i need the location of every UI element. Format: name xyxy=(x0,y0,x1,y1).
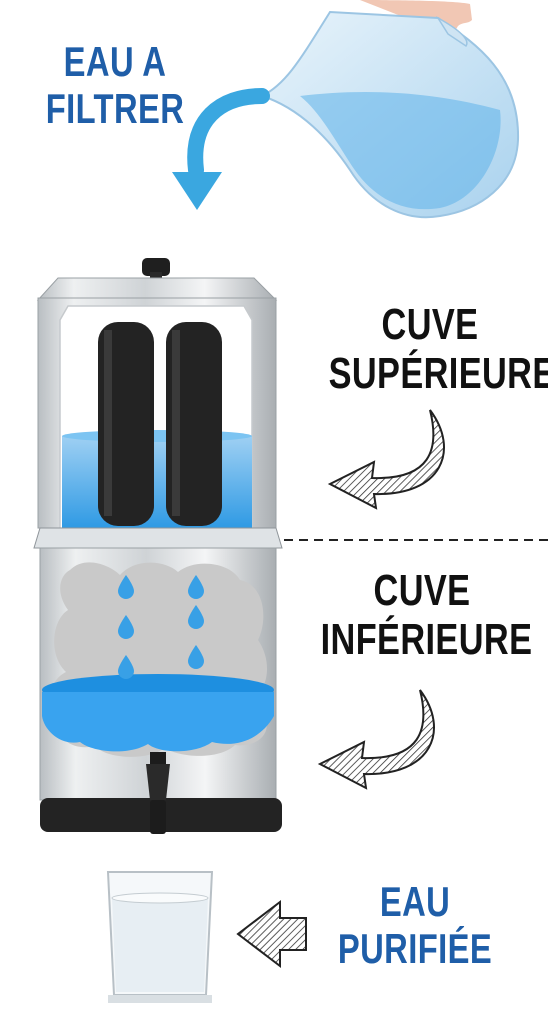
drop-icon xyxy=(118,575,204,679)
lid xyxy=(36,258,278,301)
upper-chamber xyxy=(37,297,277,531)
tap-icon xyxy=(146,752,170,834)
label-input-water: EAU A FILTRER xyxy=(41,38,189,132)
pitcher-icon xyxy=(259,0,520,219)
label-upper-tank: CUVE SUPÉRIEURE xyxy=(328,300,548,399)
label-upper-line1: CUVE xyxy=(381,300,479,349)
label-input-line2: FILTRER xyxy=(45,85,185,133)
glass-icon xyxy=(106,871,214,1003)
label-lower-line2: INFÉRIEURE xyxy=(320,615,533,665)
label-input-line1: EAU A xyxy=(63,38,167,85)
label-lower-line1: CUVE xyxy=(373,566,471,615)
label-lower-tank: CUVE INFÉRIEURE xyxy=(320,566,533,665)
sketch-arrow-icon xyxy=(327,409,445,510)
curved-arrow-icon xyxy=(172,88,270,210)
filter-candles xyxy=(98,322,222,526)
sketch-arrow-icon xyxy=(236,899,307,969)
label-upper-line2: SUPÉRIEURE xyxy=(328,349,548,399)
sketch-arrow-icon xyxy=(317,689,435,790)
label-output-line1: EAU xyxy=(379,878,451,925)
label-output-water: EAU PURIFIÉE xyxy=(325,878,504,972)
label-output-line2: PURIFIÉE xyxy=(337,925,493,973)
